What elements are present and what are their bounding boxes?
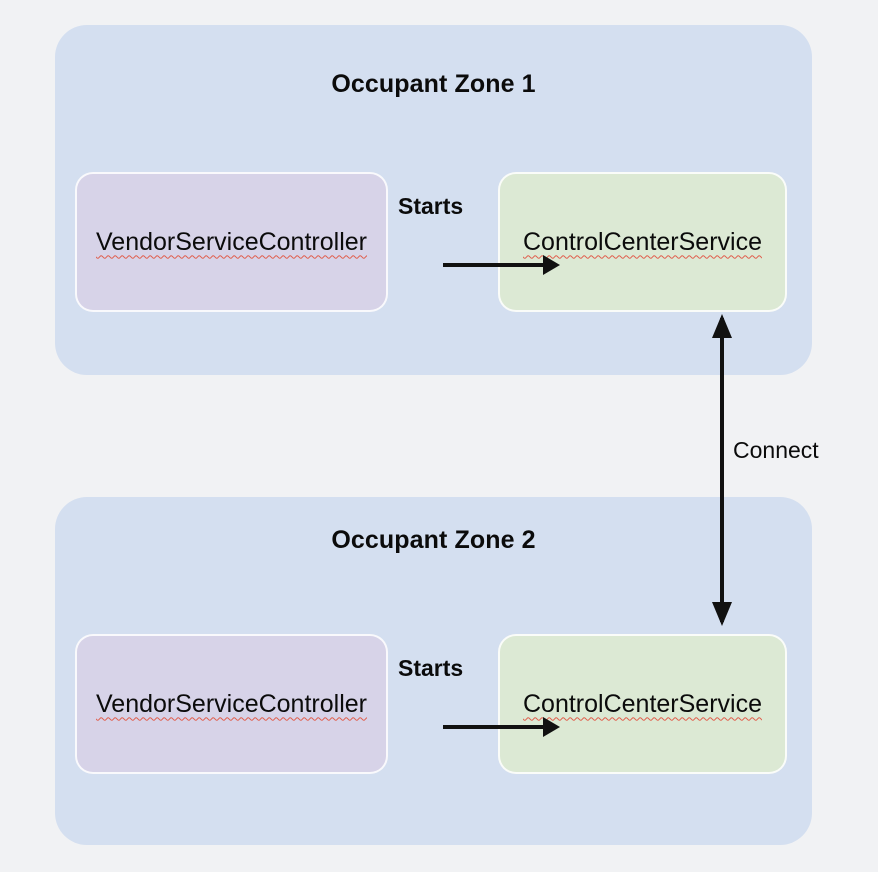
node-vendor-service-controller-zone-2[interactable]: VendorServiceController — [75, 634, 388, 774]
edge-connect-label: Connect — [733, 437, 819, 463]
node-control-center-service-zone-1[interactable]: ControlCenterService — [498, 172, 787, 312]
node-control-center-service-zone-2-label: ControlCenterService — [523, 689, 762, 718]
node-vendor-service-controller-zone-1-label: VendorServiceController — [96, 227, 367, 256]
node-control-center-service-zone-1-label: ControlCenterService — [523, 227, 762, 256]
node-control-center-service-zone-2[interactable]: ControlCenterService — [498, 634, 787, 774]
zone-1-title: Occupant Zone 1 — [331, 70, 536, 98]
node-vendor-service-controller-zone-2-label: VendorServiceController — [96, 689, 367, 718]
zone-2-title: Occupant Zone 2 — [331, 526, 536, 554]
occupant-zone-2-container: Occupant Zone 2 VendorServiceController … — [55, 497, 812, 845]
edge-starts-zone-2-label: Starts — [398, 655, 464, 681]
occupant-zone-1-container: Occupant Zone 1 VendorServiceController … — [55, 25, 812, 375]
edge-starts-zone-1-label: Starts — [398, 193, 464, 219]
node-vendor-service-controller-zone-1[interactable]: VendorServiceController — [75, 172, 388, 312]
